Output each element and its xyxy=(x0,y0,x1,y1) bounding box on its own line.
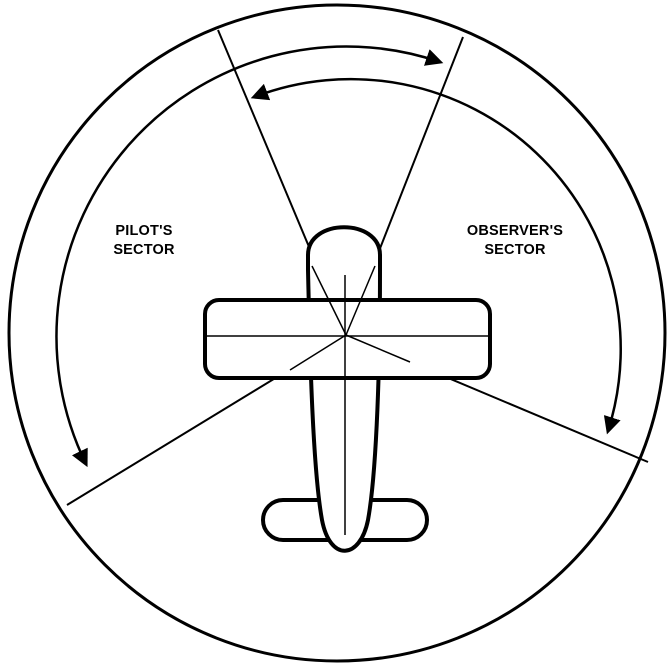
aircraft-top-view xyxy=(205,227,490,551)
observer-sector-label-line2: SECTOR xyxy=(452,241,578,260)
observer-sector-label-line1: OBSERVER'S xyxy=(452,222,578,241)
pilot-sector-label: PILOT'S SECTOR xyxy=(104,222,184,260)
aircraft-wing xyxy=(205,300,490,378)
aircraft-fuselage xyxy=(308,227,380,551)
observer-sector-label: OBSERVER'S SECTOR xyxy=(452,222,578,260)
pilot-sector-label-line1: PILOT'S xyxy=(104,222,184,241)
pilot-sector-label-line2: SECTOR xyxy=(104,241,184,260)
